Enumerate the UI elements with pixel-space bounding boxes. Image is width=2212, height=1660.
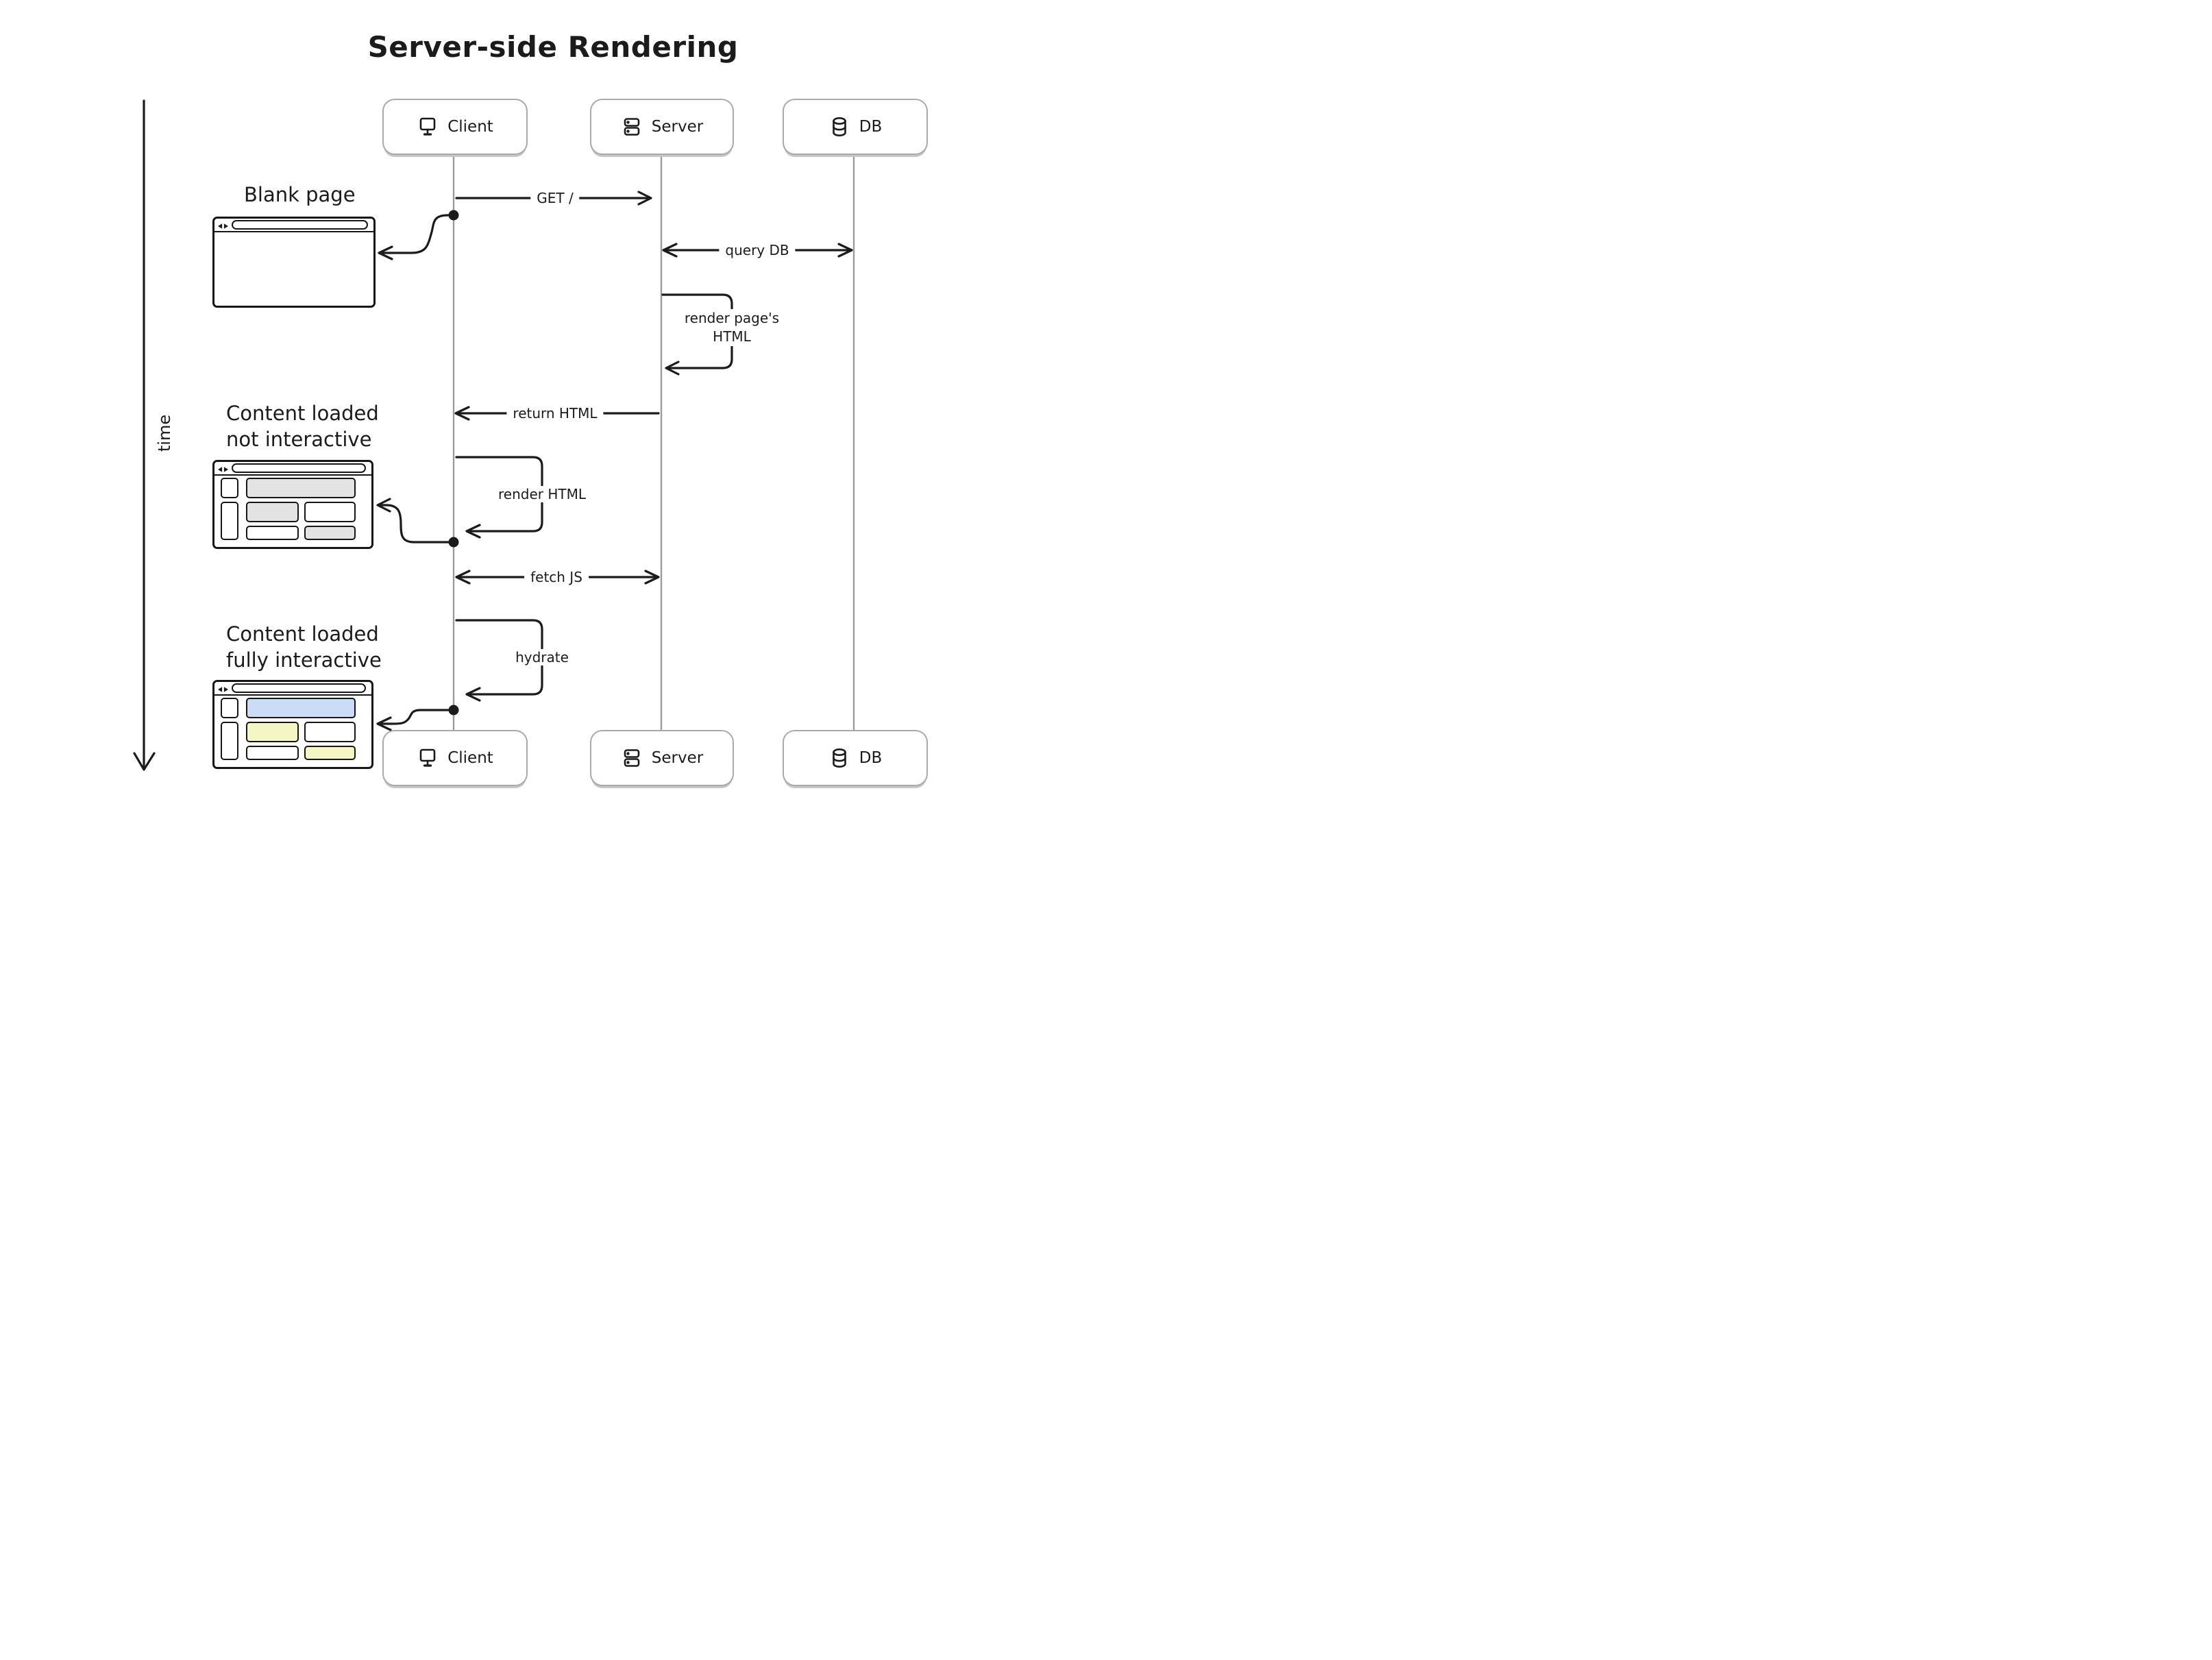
browser-content-hydrated <box>214 696 371 767</box>
actor-db-label: DB <box>859 749 883 767</box>
actor-server-label: Server <box>651 749 704 767</box>
actor-server-label: Server <box>651 118 704 136</box>
connector-to-loaded-page <box>376 498 450 544</box>
connector-to-blank-page <box>378 214 450 260</box>
browser-toolbar <box>214 682 371 696</box>
actor-db-top: DB <box>783 99 928 155</box>
event-dot-rendered <box>448 537 459 548</box>
content-block <box>245 745 299 760</box>
content-block <box>221 698 239 719</box>
address-bar <box>232 220 368 230</box>
server-stack-icon <box>621 747 643 769</box>
time-axis-label: time <box>155 414 174 452</box>
content-block <box>245 525 299 540</box>
actor-client-label: Client <box>447 118 493 136</box>
database-icon <box>828 747 850 769</box>
time-axis-arrow <box>133 99 156 771</box>
back-forward-icon <box>218 462 228 475</box>
content-block <box>245 502 299 522</box>
message-query-db: query DB <box>719 242 796 258</box>
actor-server-top: Server <box>590 99 734 155</box>
browser-content-empty <box>214 232 373 306</box>
browser-content-skeleton <box>214 476 371 547</box>
monitor-icon <box>417 116 439 138</box>
stage-blank-page-label: Blank page <box>244 182 356 208</box>
message-hydrate: hydrate <box>509 649 575 666</box>
content-block <box>304 502 356 522</box>
content-block <box>304 722 356 742</box>
content-block <box>245 722 299 742</box>
database-icon <box>828 116 850 138</box>
message-render-html: render HTML <box>492 486 592 502</box>
actor-server-bottom: Server <box>590 730 734 786</box>
stage-label-line: Content loaded <box>226 622 379 646</box>
browser-mockup-blank <box>212 217 376 308</box>
content-block <box>245 478 356 499</box>
content-block <box>221 502 239 540</box>
stage-fully-interactive-label: Content loaded fully interactive <box>226 621 382 673</box>
actor-client-bottom: Client <box>382 730 528 786</box>
message-render-page-html: render page's HTML <box>678 309 786 346</box>
message-return-html: return HTML <box>506 405 604 422</box>
browser-mockup-not-interactive <box>212 460 373 549</box>
page-title: Server-side Rendering <box>367 30 739 64</box>
content-block <box>245 698 356 719</box>
connector-to-interactive-page <box>376 709 450 731</box>
stage-not-interactive-label: Content loaded not interactive <box>226 400 379 452</box>
ssr-sequence-diagram: Server-side Rendering time Client Server <box>0 0 1106 830</box>
monitor-icon <box>417 747 439 769</box>
browser-toolbar <box>214 462 371 476</box>
browser-mockup-interactive <box>212 680 373 769</box>
server-stack-icon <box>621 116 643 138</box>
stage-label-line: fully interactive <box>226 648 382 672</box>
message-line: HTML <box>713 328 751 345</box>
back-forward-icon <box>218 219 228 232</box>
actor-db-label: DB <box>859 118 883 136</box>
address-bar <box>232 463 366 473</box>
message-line: render page's <box>684 310 780 326</box>
stage-label-line: not interactive <box>226 428 372 451</box>
back-forward-icon <box>218 682 228 695</box>
browser-toolbar <box>214 219 373 232</box>
actor-client-label: Client <box>447 749 493 767</box>
content-block <box>304 525 356 540</box>
stage-label-line: Content loaded <box>226 402 379 425</box>
event-dot-blank <box>448 210 459 221</box>
actor-client-top: Client <box>382 99 528 155</box>
address-bar <box>232 683 366 693</box>
lifelines <box>452 152 855 731</box>
content-block <box>221 722 239 760</box>
content-block <box>221 478 239 499</box>
message-fetch-js: fetch JS <box>524 569 589 585</box>
actor-db-bottom: DB <box>783 730 928 786</box>
stage-label-line: Blank page <box>244 183 356 206</box>
content-block <box>304 745 356 760</box>
event-dot-hydrated <box>448 705 459 716</box>
message-get-root: GET / <box>530 190 580 206</box>
